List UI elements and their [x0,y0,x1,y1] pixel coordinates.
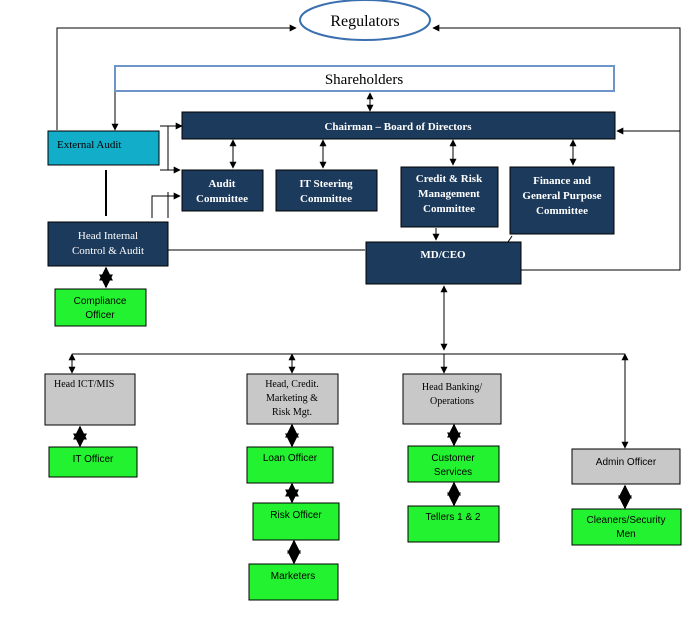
node-regulators: Regulators [299,0,431,41]
node-external-audit: External Audit [47,130,160,166]
node-loan-officer: Loan Officer [246,446,334,484]
node-risk-officer: Risk Officer [252,502,340,541]
admin-officer-label: Admin Officer [596,457,657,468]
it-steering-line2: Committee [300,193,352,205]
credit-risk-line1: Credit & Risk [416,173,483,185]
marketers-label: Marketers [271,571,315,582]
node-mdceo: MD/CEO [365,241,522,285]
head-internal-line1: Head Internal [78,230,138,242]
customer-services-line1: Customer [431,453,475,464]
customer-services-line2: Services [434,467,472,478]
shareholders-label: Shareholders [325,72,403,88]
node-it-steering: IT Steering Committee [275,169,378,212]
head-internal-line2: Control & Audit [72,245,144,257]
loan-officer-label: Loan Officer [263,453,318,464]
node-head-ict: Head ICT/MIS [44,373,136,426]
head-credit-line1: Head, Credit. [265,379,319,390]
node-finance: Finance and General Purpose Committee [509,166,615,235]
external-audit-label: External Audit [57,139,121,151]
node-head-internal: Head Internal Control & Audit [47,221,169,267]
it-officer-label: IT Officer [73,454,114,465]
credit-risk-line2: Management [418,188,480,200]
credit-risk-line3: Committee [423,203,475,215]
regulators-label: Regulators [330,13,399,30]
connectors [56,24,681,565]
head-ict-label: Head ICT/MIS [54,379,114,390]
node-marketers: Marketers [248,563,339,601]
compliance-line2: Officer [85,310,115,321]
cleaners-line1: Cleaners/Security [587,515,666,526]
node-head-banking: Head Banking/ Operations [402,373,502,425]
head-credit-line3: Risk Mgt. [272,407,312,418]
it-steering-line1: IT Steering [299,178,353,190]
connector-external-audit-regulators [56,24,297,130]
finance-line2: General Purpose [522,190,601,202]
node-chairman: Chairman – Board of Directors [181,111,616,140]
node-credit-risk: Credit & Risk Management Committee [400,166,499,228]
node-cleaners: Cleaners/Security Men [571,508,682,546]
head-banking-line2: Operations [430,396,474,407]
mdceo-label: MD/CEO [420,249,466,261]
cleaners-line2: Men [616,529,635,540]
compliance-line1: Compliance [74,296,127,307]
head-credit-line2: Marketing & [266,393,318,404]
risk-officer-label: Risk Officer [270,510,322,521]
finance-line3: Committee [536,205,588,217]
node-shareholders: Shareholders [114,65,615,92]
node-audit-committee: Audit Committee [181,169,264,212]
node-it-officer: IT Officer [48,446,138,478]
audit-committee-line2: Committee [196,193,248,205]
node-compliance: Compliance Officer [54,288,147,327]
head-banking-line1: Head Banking/ [422,382,482,393]
chairman-label: Chairman – Board of Directors [324,121,472,133]
node-customer-services: Customer Services [407,445,500,483]
tellers-label: Tellers 1 & 2 [425,512,480,523]
audit-committee-line1: Audit [209,178,236,190]
connector-head-internal-audit-committee-2 [151,192,181,218]
connector-right-regulators [432,24,681,271]
node-head-credit: Head, Credit. Marketing & Risk Mgt. [246,373,339,425]
node-tellers: Tellers 1 & 2 [407,505,500,543]
finance-line1: Finance and [533,175,591,187]
node-admin-officer: Admin Officer [571,448,681,485]
connector-finance-mdceo [507,235,513,243]
